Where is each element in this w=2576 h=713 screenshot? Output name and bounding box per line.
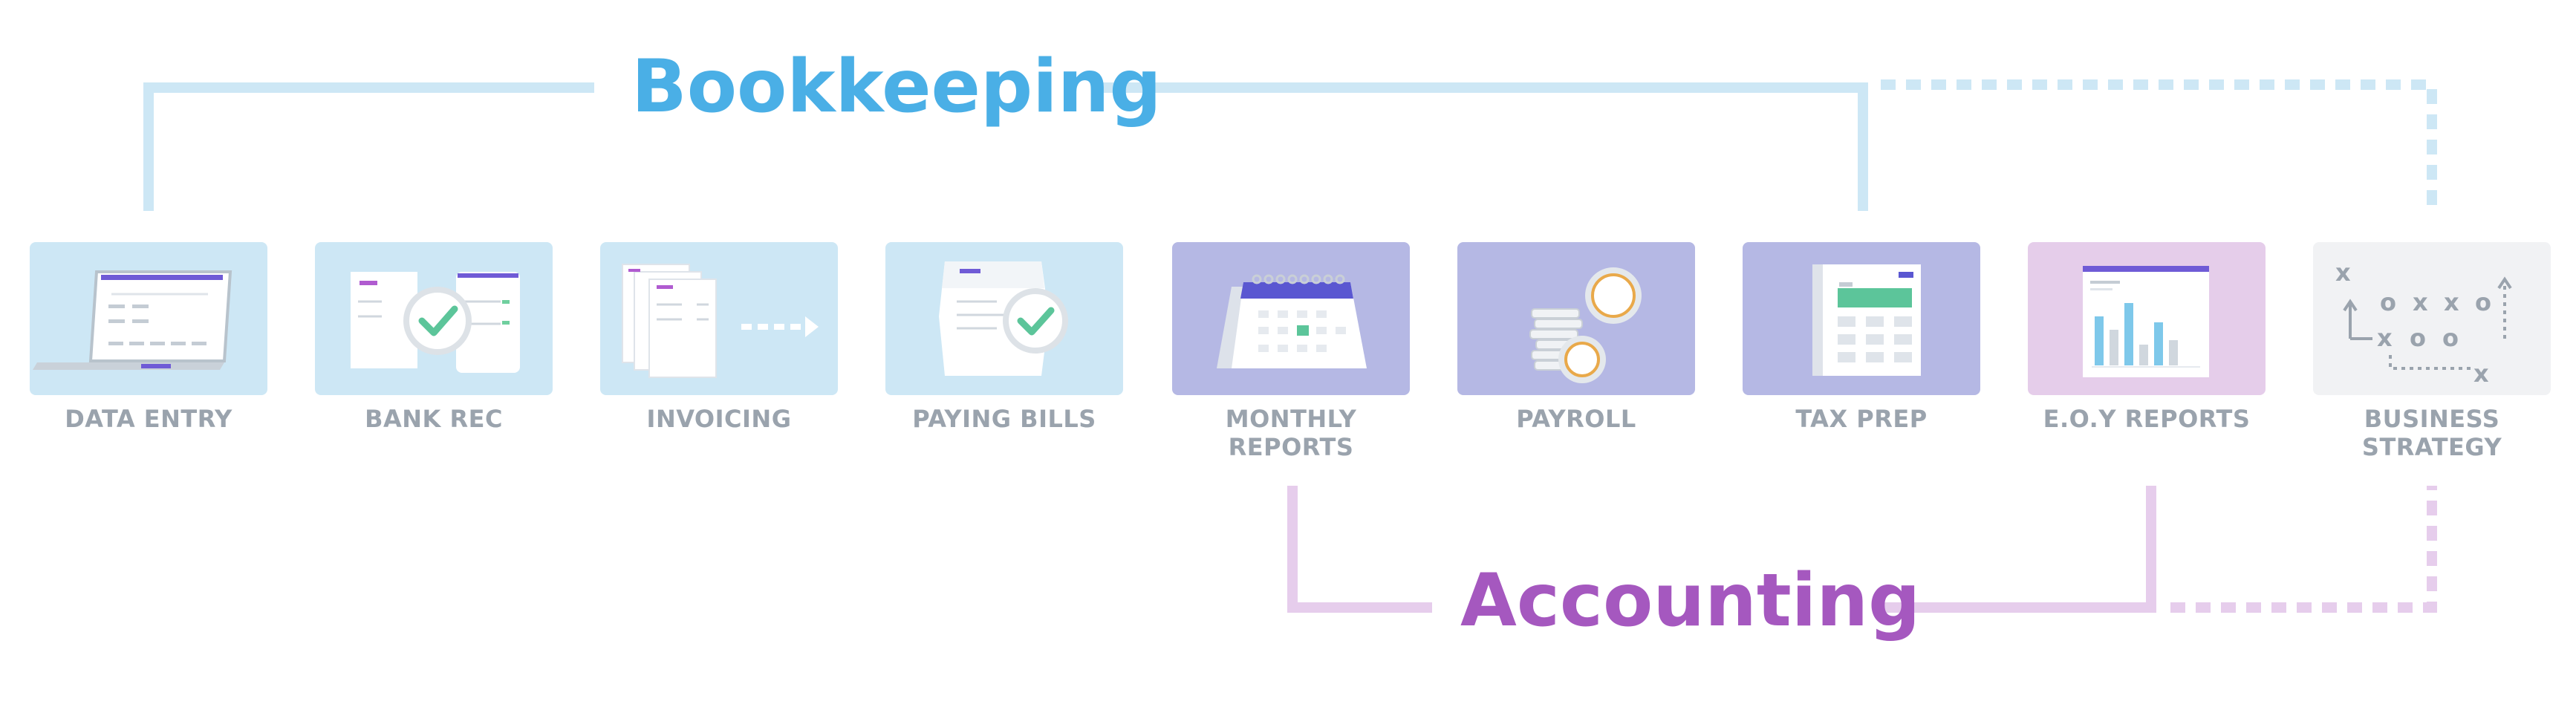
step-label-tax-prep: TAX PREP	[1795, 405, 1928, 433]
step-label-data-entry: DATA ENTRY	[65, 405, 232, 433]
calendar-icon	[1172, 242, 1410, 395]
bar-chart-report-icon	[2028, 242, 2266, 395]
step-label-invoicing: INVOICING	[646, 405, 792, 433]
strategy-mark: x	[2413, 288, 2428, 316]
strategy-mark: x	[2377, 324, 2393, 352]
accounting-title: Accounting	[1460, 559, 1921, 643]
step-card-monthly-reports[interactable]	[1172, 242, 1410, 395]
laptop-icon	[30, 242, 267, 395]
bookkeeping-bracket	[143, 82, 594, 211]
step-label-bank-rec: BANK REC	[365, 405, 503, 433]
step-card-eoy-reports[interactable]	[2028, 242, 2266, 395]
accounting-bracket-right	[1875, 486, 2156, 613]
calculator-icon	[1743, 242, 1980, 395]
strategy-mark: x	[2444, 288, 2459, 316]
invoice-stack-icon	[600, 242, 838, 395]
strategy-mark: o	[2380, 288, 2396, 316]
step-card-business-strategy[interactable]: x o x x o x o o x	[2313, 242, 2551, 395]
step-card-tax-prep[interactable]	[1743, 242, 1980, 395]
accounting-bracket-left	[1287, 486, 1432, 613]
strategy-mark: o	[2410, 324, 2426, 352]
step-label-business-strategy: BUSINESS STRATEGY	[2361, 405, 2502, 461]
strategy-mark: o	[2475, 288, 2491, 316]
coins-icon	[1457, 242, 1695, 395]
bookkeeping-title: Bookkeeping	[631, 45, 1162, 129]
step-card-payroll[interactable]	[1457, 242, 1695, 395]
step-card-data-entry[interactable]	[30, 242, 267, 395]
step-label-paying-bills: PAYING BILLS	[912, 405, 1096, 433]
bookkeeping-bracket-right	[1101, 82, 1868, 211]
strategy-mark: o	[2442, 324, 2459, 352]
step-label-eoy-reports: E.O.Y REPORTS	[2043, 405, 2251, 433]
strategy-mark: x	[2335, 258, 2351, 287]
accounting-extension-dotted	[2170, 486, 2437, 613]
step-card-paying-bills[interactable]	[885, 242, 1123, 395]
bookkeeping-extension-dotted	[1881, 79, 2437, 211]
step-card-invoicing[interactable]	[600, 242, 838, 395]
step-card-bank-rec[interactable]	[315, 242, 553, 395]
strategy-mark: x	[2473, 359, 2489, 388]
step-label-payroll: PAYROLL	[1516, 405, 1636, 433]
bill-check-icon	[885, 242, 1123, 395]
play-diagram-icon: x o x x o x o o x	[2313, 242, 2551, 395]
step-label-monthly-reports: MONTHLY REPORTS	[1225, 405, 1357, 461]
bank-reconciliation-icon	[315, 242, 553, 395]
